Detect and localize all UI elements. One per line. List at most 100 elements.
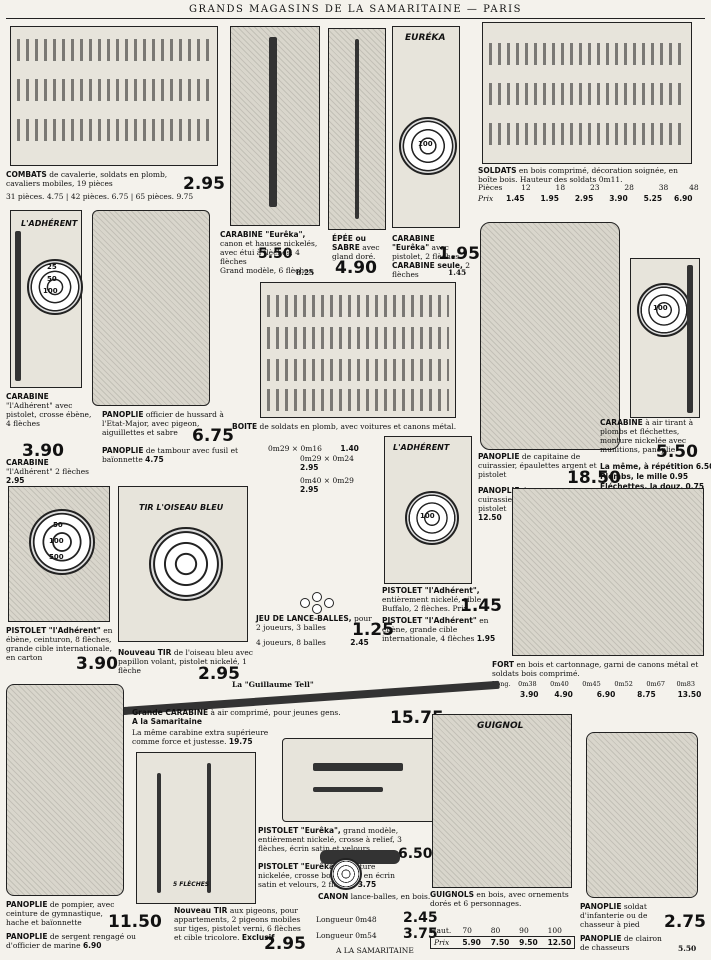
pistolet-adherent-mid-price: 1.45 <box>460 596 502 616</box>
canon-long-label: Longueur <box>316 931 353 940</box>
guignols-price: 5.90 <box>462 938 481 947</box>
boite-price: 2.95 <box>300 485 319 494</box>
carabine-air-flechettes: Fléchettes, la douz. 0.75 <box>600 482 704 491</box>
guignols-prix-label: Prix <box>434 938 450 947</box>
canon-text: lance-balles, en bois. <box>350 892 431 901</box>
panoplie-pompier-second-text: de sergent rengagé ou d'officier de mari… <box>6 932 136 950</box>
canon-title: CANON <box>318 892 349 901</box>
guignols-illustration: GUIGNOL <box>432 714 572 888</box>
fort-prices-row: 3.90 4.90 6.90 8.75 13.50 <box>520 690 701 699</box>
guignols-prices-row: Prix 5.90 7.50 9.50 12.50 <box>430 936 576 949</box>
boite-soldats-text: de soldats en plomb, avec voitures et ca… <box>259 422 457 431</box>
canon-long-label: Longueur <box>316 915 353 924</box>
pistolet-adherent-mid-text: entièrement nickelé, cible Buffalo, 2 fl… <box>382 595 482 613</box>
carabine-air-target-label: 100 <box>653 304 668 312</box>
panoplie-cuirassier-second-title: PANOPLIE <box>478 486 520 495</box>
target-label: 100 <box>49 537 64 545</box>
soldats-piece: 12 <box>521 183 531 192</box>
guillaume-tell-meme: La même carabine extra supérieure comme … <box>132 728 282 746</box>
guignols-price: 7.50 <box>490 938 510 947</box>
guignols-height: 90 <box>519 926 529 935</box>
fort-price: 6.90 <box>596 690 616 699</box>
panoplie-tambour: PANOPLIE de tambour avec fusil et baïonn… <box>102 446 262 464</box>
fort-length: 0m45 <box>582 680 601 688</box>
carabine-adherent-caption: CARABINE "l'Adhérent" avec pistolet, cro… <box>6 392 96 428</box>
carabine-adherent-second: CARABINE "l'Adhérent" 2 flèches 2.95 <box>6 458 96 485</box>
panoplie-cuirassier-caption: PANOPLIE de capitaine de cuirassier, épa… <box>478 452 618 479</box>
carabine-air-flechettes-price: 0.75 <box>685 482 705 491</box>
canon-price: 3.75 <box>403 926 438 942</box>
target-label: 25 <box>47 263 57 271</box>
epee-illustration <box>328 28 386 230</box>
target-label: 100 <box>43 287 58 295</box>
carabine-pistolet-banner: EURÉKA <box>405 33 446 43</box>
soldats-prix: 5.25 <box>643 194 663 203</box>
soldats-prix: 2.95 <box>574 194 594 203</box>
carabine-air-caption: CARABINE à air tirant à plombs et fléche… <box>600 418 705 454</box>
guillaume-tell-grande-text: à air comprimé, pour jeunes gens. <box>210 708 341 717</box>
panoplie-cuirassier-illustration <box>480 222 620 450</box>
guignols-price: 12.50 <box>547 938 572 947</box>
pistolet-eureka-title: PISTOLET "Eurêka", <box>258 826 341 835</box>
fort-lengths-row: Long. 0m38 0m40 0m45 0m52 0m67 0m83 <box>492 680 695 688</box>
soldats-caption: SOLDATS en bois comprimé, décoration soi… <box>478 166 698 184</box>
soldats-height: 0m11. <box>598 175 623 184</box>
guignols-haut-label: Haut. <box>430 926 452 935</box>
fort-length: 0m52 <box>614 680 633 688</box>
boite-soldats-caption: BOITE de soldats en plomb, avec voitures… <box>232 422 458 431</box>
guillaume-tell-grande-sub: A la Samaritaine <box>132 717 202 726</box>
lance-balles-caption: JEU DE LANCE-BALLES, pour 2 joueurs, 3 b… <box>256 614 376 632</box>
carabine-air-price: 5.50 <box>656 442 698 462</box>
lance-balles-price: 1.25 <box>352 620 394 640</box>
pistolet-adherent-mid-banner: L'ADHÉRENT <box>393 443 450 452</box>
ball-icon <box>324 598 334 608</box>
panoplie-cuirassier-text: de capitaine de cuirassier, épaulettes a… <box>478 452 597 479</box>
carabine-adherent-second-text: "l'Adhérent" 2 flèches <box>6 467 90 476</box>
panoplie-tambour-price: 4.75 <box>145 455 164 464</box>
guignols-height: 80 <box>490 926 501 935</box>
pistolet-adherent-left-text: en ébène, ceinturon, 8 flèches, grande c… <box>6 626 113 662</box>
carabine-adherent-illustration: L'ADHÉRENT 25 50 100 <box>10 210 83 388</box>
canon-price: 2.45 <box>403 910 438 926</box>
tir-pigeons-exclusif: Exclusif <box>241 933 275 942</box>
panoplie-soldat-second-text: de clairon de chasseurs <box>580 934 662 952</box>
panoplie-cuirassier-second-price: 12.50 <box>478 513 502 522</box>
panoplie-pompier-text: de pompier, avec ceinture de gymnastique… <box>6 900 115 927</box>
carabine-eureka-grand-price: 8.25 <box>296 268 315 277</box>
soldats-piece: 38 <box>658 183 669 192</box>
carabine-adherent-price: 3.90 <box>22 441 64 461</box>
panoplie-cuirassier-price: 18.50 <box>567 468 621 488</box>
canon-row: Longueur 0m54 3.75 <box>316 926 438 942</box>
fort-caption: FORT en bois et cartonnage, garni de can… <box>492 660 706 678</box>
guillaume-tell-grande: Grande CARABINE à air comprimé, pour jeu… <box>132 708 372 726</box>
tir-pigeons-text: aux pigeons, pour appartements, 2 pigeon… <box>174 906 301 942</box>
carabine-adherent-second-title: CARABINE <box>6 458 49 467</box>
pistolet-adherent-mid-illustration: L'ADHÉRENT 100 <box>384 436 472 584</box>
panoplie-tambour-title: PANOPLIE <box>102 446 144 455</box>
pistolet-adherent-mid-second: PISTOLET "l'Adhérent" en ébène, grande c… <box>382 616 502 643</box>
boite-soldats-title: BOITE <box>232 422 258 431</box>
panoplie-tambour-text: de tambour avec fusil et baïonnette <box>102 446 239 464</box>
pistolet-eureka-illustration <box>282 738 436 822</box>
panoplie-pompier-price: 11.50 <box>108 912 162 932</box>
carabine-pistolet-text: avec pistolet, 2 flèches. <box>392 243 462 261</box>
carabine-seule-title: CARABINE seule, <box>392 261 463 270</box>
boite-size: 0m29 × 0m24 <box>300 454 354 463</box>
tir-pigeons-illustration: 5 FLÈCHES <box>136 752 256 904</box>
carabine-air-plombs: Plombs, le mille 0.95 <box>600 472 688 481</box>
soldats-prix: 1.45 <box>506 194 525 203</box>
carabine-eureka-title: CARABINE "Eurêka", <box>220 230 306 239</box>
soldats-piece: 28 <box>624 183 634 192</box>
target-label: 50 <box>47 275 57 283</box>
soldats-piece: 18 <box>555 183 566 192</box>
boite-soldats-illustration <box>260 282 456 418</box>
soldats-text: en bois comprimé, décoration soignée, en… <box>478 166 678 184</box>
fort-price: 4.90 <box>554 690 573 699</box>
tir-oiseau-text: de l'oiseau bleu avec papillon volant, p… <box>118 648 253 675</box>
soldats-prix: 6.90 <box>674 194 693 203</box>
tir-oiseau-banner: TIR L'OISEAU BLEU <box>139 503 224 512</box>
soldats-title: SOLDATS <box>478 166 517 175</box>
soldats-prix-label: Prix <box>478 194 494 203</box>
panoplie-soldat-second: PANOPLIE de clairon de chasseurs <box>580 934 670 952</box>
panoplie-pompier-title: PANOPLIE <box>6 900 48 909</box>
